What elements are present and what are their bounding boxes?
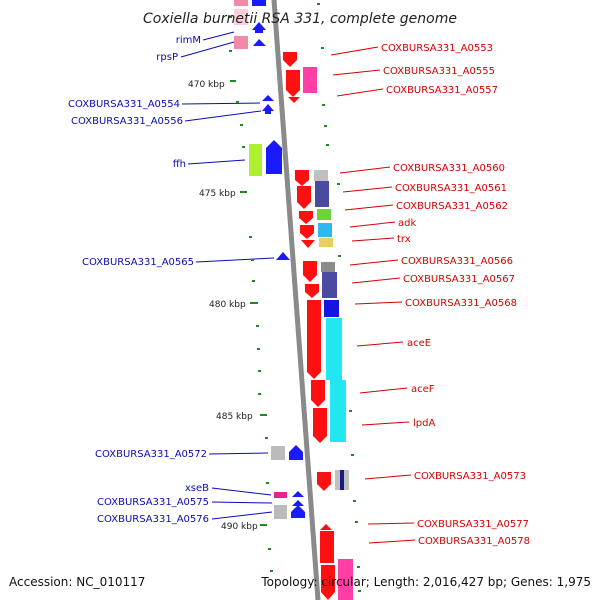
gene-arrow[interactable] [276,252,290,260]
gene-block[interactable] [315,181,329,207]
gene-label-a0568[interactable]: COXBURSA331_A0568 [405,298,517,309]
gene-arrow[interactable] [289,445,303,460]
gene-label-trx[interactable]: trx [397,234,411,245]
gene-label-adk[interactable]: adk [398,218,416,229]
gene-arrow[interactable] [317,472,331,491]
gene-label-a0561[interactable]: COXBURSA331_A0561 [395,183,507,194]
gene-arrow[interactable] [266,140,282,174]
gene-arrow[interactable] [286,70,300,97]
gene-block[interactable] [338,559,353,600]
gene-block[interactable] [303,67,317,93]
gene-label-a0576[interactable]: COXBURSA331_A0576 [97,514,209,525]
gene-arrow[interactable] [303,261,317,282]
gene-block[interactable] [249,144,262,176]
gene-arrow[interactable] [297,186,311,209]
gene-arrow[interactable] [252,0,266,6]
gene-label-a0555[interactable]: COXBURSA331_A0555 [383,66,495,77]
gene-arrow[interactable] [307,300,321,379]
gene-label-a0554[interactable]: COXBURSA331_A0554 [68,99,180,110]
gene-block[interactable] [322,272,337,298]
gene-arrow[interactable] [252,22,266,33]
gene-label-a0565[interactable]: COXBURSA331_A0565 [82,257,194,268]
gene-label-lpdA[interactable]: lpdA [413,418,435,429]
gene-label-aceF[interactable]: aceF [411,384,435,395]
gene-block[interactable] [330,380,346,442]
gene-label-a0573[interactable]: COXBURSA331_A0573 [414,471,526,482]
gene-label-a0562[interactable]: COXBURSA331_A0562 [396,201,508,212]
gene-block[interactable] [274,505,287,519]
gene-block[interactable] [317,209,331,220]
forward-leader-lines [330,46,416,544]
kbp-label: 470 kbp [188,80,225,90]
gene-label-rpsP[interactable]: rpsP [156,52,178,63]
accession-text: Accession: NC_010117 [9,575,145,589]
gene-block[interactable] [271,446,285,460]
gene-block[interactable] [340,470,344,490]
gene-arrow[interactable] [262,95,274,101]
kbp-label: 475 kbp [199,189,236,199]
gene-arrow[interactable] [300,225,314,239]
gene-arrow[interactable] [299,211,313,224]
gene-arrow[interactable] [301,240,315,248]
kbp-labels: 470 kbp 475 kbp 480 kbp 485 kbp 490 kbp [188,80,258,532]
gene-label-xseB[interactable]: xseB [185,483,209,494]
gene-arrow[interactable] [291,505,305,518]
gene-block[interactable] [326,318,342,380]
gene-block[interactable] [234,9,248,25]
gene-arrow[interactable] [292,491,304,497]
gene-arrow[interactable] [311,380,325,407]
gene-arrow[interactable] [262,104,274,114]
topology-text: Topology: circular; Length: 2,016,427 bp… [260,575,591,589]
gene-block[interactable] [234,0,248,6]
gene-arrow[interactable] [313,408,327,443]
gene-arrow[interactable] [288,97,300,103]
gene-label-ffh[interactable]: ffh [173,159,186,170]
gene-label-a0575[interactable]: COXBURSA331_A0575 [97,497,209,508]
gene-arrow[interactable] [253,39,266,46]
scale-ticks [229,3,361,592]
kbp-label: 485 kbp [216,412,253,422]
kbp-label: 490 kbp [221,522,258,532]
gene-label-a0577[interactable]: COXBURSA331_A0577 [417,519,529,530]
gene-arrow[interactable] [292,500,304,506]
gene-arrow[interactable] [295,170,309,186]
gene-label-rimM[interactable]: rimM [176,35,201,46]
gene-block[interactable] [318,223,332,237]
gene-label-a0578[interactable]: COXBURSA331_A0578 [418,536,530,547]
reverse-leader-lines [180,31,275,520]
gene-block[interactable] [314,170,328,181]
gene-block[interactable] [321,262,335,272]
gene-arrow[interactable] [320,524,332,530]
gene-block[interactable] [234,36,248,49]
gene-label-a0566[interactable]: COXBURSA331_A0566 [401,256,513,267]
gene-label-a0557[interactable]: COXBURSA331_A0557 [386,85,498,96]
gene-block[interactable] [319,238,333,247]
genome-backbone [271,0,321,600]
gene-label-a0560[interactable]: COXBURSA331_A0560 [393,163,505,174]
gene-label-a0567[interactable]: COXBURSA331_A0567 [403,274,515,285]
reverse-gene-labels: rimM rpsP COXBURSA331_A0554 COXBURSA331_… [68,35,209,525]
gene-arrow[interactable] [283,52,297,67]
gene-block[interactable] [320,531,334,563]
gene-block[interactable] [274,492,287,498]
forward-gene-labels: COXBURSA331_A0553 COXBURSA331_A0555 COXB… [381,43,530,547]
gene-label-a0572[interactable]: COXBURSA331_A0572 [95,449,207,460]
gene-label-a0553[interactable]: COXBURSA331_A0553 [381,43,493,54]
gene-arrow[interactable] [305,284,319,298]
gene-arrow[interactable] [321,565,335,600]
kbp-label: 480 kbp [209,300,246,310]
map-title: Coxiella burnetii RSA 331, complete geno… [143,11,457,27]
gene-block[interactable] [324,300,339,317]
gene-label-a0556[interactable]: COXBURSA331_A0556 [71,116,183,127]
gene-label-aceE[interactable]: aceE [407,338,431,349]
